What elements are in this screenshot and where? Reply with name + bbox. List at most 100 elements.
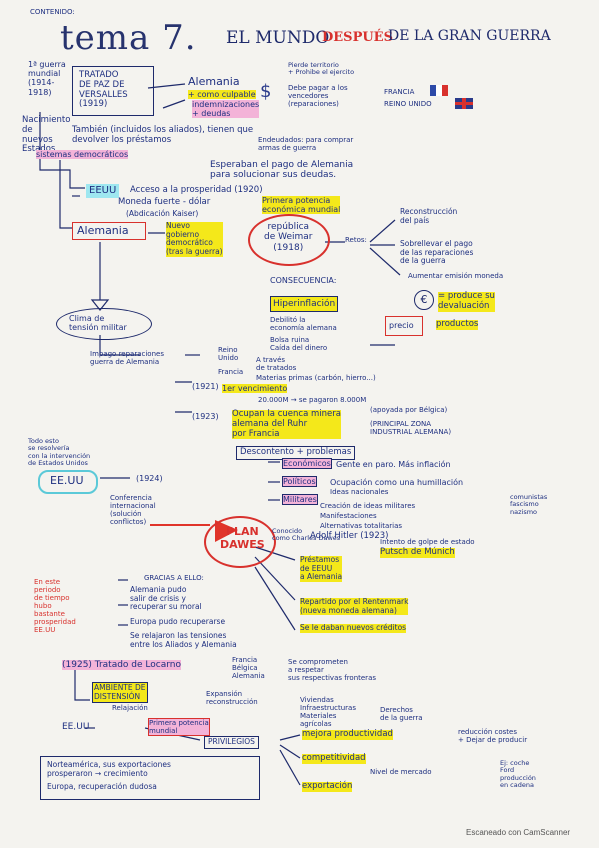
viviendas-text: Viviendas Infraestructuras Materiales ag… xyxy=(300,696,356,729)
reino-label: REINO UNIDO xyxy=(384,100,432,108)
weimar-text: república de Weimar (1918) xyxy=(264,222,313,253)
deber-text: Debe pagar a los vencedores (reparacione… xyxy=(288,84,348,109)
atraves-text: A través de tratados xyxy=(256,356,297,373)
alemania-box: Alemania xyxy=(72,222,146,240)
nivel-text: Nivel de mercado xyxy=(370,768,432,776)
dawes-2: Repartido por el Rentenmark (nueva moned… xyxy=(300,597,409,616)
title-part-c: DE LA GRAN GUERRA xyxy=(388,28,551,44)
gracias-1: Alemania pudo salir de crisis y recupera… xyxy=(130,585,202,612)
france-flag-icon xyxy=(430,85,448,96)
conclusion-2: Europa, recuperación dudosa xyxy=(47,782,157,791)
esperaban-text: Esperaban el pago de Alemania para soluc… xyxy=(210,160,354,181)
produce-text: = produce su devaluación xyxy=(438,291,495,312)
pago-text: 20.000M → se pagaron 8.000M xyxy=(258,396,367,404)
francia-label: FRANCIA xyxy=(384,88,415,96)
potencia-text: Primera potencia económica mundial xyxy=(262,196,341,215)
title-part-a: EL MUNDO xyxy=(226,28,330,48)
sistemas-text: sistemas democráticos xyxy=(36,150,129,160)
reduccion-text: reducción costes + Dejar de producir xyxy=(458,728,528,745)
precio-text: precio xyxy=(389,321,414,330)
year-1924: (1924) xyxy=(136,474,163,483)
derechos-text: Derechos de la guerra xyxy=(380,706,423,723)
politicos-text: Ocupación como una humillación xyxy=(330,478,464,487)
title-part-b: DESPUÉS xyxy=(322,30,393,45)
culpable-text: + como culpable xyxy=(188,90,256,100)
gracias-2: Europa pudo recuperarse xyxy=(130,617,226,626)
dollar-icon: $ xyxy=(260,81,272,102)
conclusion-1: Norteamérica, sus exportaciones prospera… xyxy=(47,760,171,778)
nacimiento-text: Nacimiento de nuevos Estados xyxy=(22,115,71,155)
locarno-text: (1925) Tratado de Locarno xyxy=(62,660,181,671)
gracias-3: Se relajaron las tensiones entre los Ali… xyxy=(130,631,237,649)
militares-label: Militares xyxy=(282,494,318,506)
eeuu-label-3: EE.UU xyxy=(62,722,90,732)
nacimiento-label: Nacimiento de nuevos Estados xyxy=(22,115,71,154)
eeuu-label-1: EEUU xyxy=(86,184,120,198)
locarno-text-2: Se comprometen a respetar sus respectiva… xyxy=(288,658,376,683)
clima-oval: Clima de tensión militar xyxy=(56,308,152,340)
endeudados-text: Endeudados: para comprar armas de guerra xyxy=(258,136,354,153)
eeuu-oval-2: EE.UU xyxy=(38,470,98,494)
weimar-cloud: república de Weimar (1918) xyxy=(248,214,330,266)
euro-icon: € xyxy=(414,290,434,310)
retos-label: Retos: xyxy=(345,236,367,244)
conferencia-text: Conferencia internacional (solución conf… xyxy=(110,494,156,527)
clima-text: Clima de tensión militar xyxy=(69,314,127,333)
ideas-text: Ideas nacionales xyxy=(330,488,389,496)
uk-flag-icon xyxy=(455,98,473,109)
expansion-text: Expansión reconstrucción xyxy=(206,690,258,707)
privilegio-2: competitividad xyxy=(302,753,366,764)
alemania-label-2: Alemania xyxy=(77,224,129,237)
indemnizaciones-text: indemnizaciones + deudas xyxy=(192,100,260,119)
hitler-text: Adolf Hitler (1923) xyxy=(310,531,389,541)
privilegio-3: exportación xyxy=(302,781,353,792)
putsch-text: Putsch de Múnich xyxy=(380,547,455,558)
militares-text-2: Manifestaciones xyxy=(320,512,377,520)
materias-text: Materias primas (carbón, hierro...) xyxy=(256,374,376,382)
hiperinflacion-text: Hiperinflación xyxy=(270,296,339,313)
nuevo-gobierno-text: Nuevo gobierno democrático (tras la guer… xyxy=(166,221,223,257)
dawes-1: Préstamos de EEUU a Alemania xyxy=(300,555,343,582)
acceso-text: Acceso a la prosperidad (1920) xyxy=(130,185,263,195)
impago-text: Impago reparaciones guerra de Alemania xyxy=(90,350,164,367)
economicos-label: Económicos xyxy=(282,458,332,470)
locarno-paises: Francia Bélgica Alemania xyxy=(232,656,265,681)
contenido-label: CONTENIDO: xyxy=(30,8,75,16)
gracias-label: GRACIAS A ELLO: xyxy=(144,574,204,582)
perdio-text: Pierde territorio + Prohibe el ejercito xyxy=(288,61,355,77)
abdicacion-text: (Abdicación Kaiser) xyxy=(126,209,199,218)
plan-dawes-cloud: PLAN DAWES xyxy=(204,516,276,568)
francia-text-2: Francia xyxy=(218,368,244,376)
principal-text: (PRINCIPAL ZONA INDUSTRIAL ALEMANA) xyxy=(370,420,452,437)
politicos-label: Políticos xyxy=(282,476,317,488)
ambiente-text: AMBIENTE DE DISTENSIÓN xyxy=(92,682,148,704)
militares-text-1: Creación de ideas militares xyxy=(320,502,416,510)
plan-dawes-text: PLAN DAWES xyxy=(220,525,265,551)
ocupan-text: Ocupan la cuenca minera alemana del Ruhr… xyxy=(232,409,341,440)
year-1923: (1923) xyxy=(192,412,219,421)
militares-text-3: Alternativas totalitarias xyxy=(320,522,403,530)
conclusion-box: Norteamérica, sus exportaciones prospera… xyxy=(40,756,260,800)
primera-potencia-text: Primera potencia mundial xyxy=(148,718,210,737)
privilegio-1: mejora productividad xyxy=(302,729,393,740)
eeuu-label-2: EE.UU xyxy=(50,474,84,487)
todo-esto-text: Todo esto se resolvería con la intervenc… xyxy=(28,437,91,468)
comunistas-text: comunistas fascismo nazismo xyxy=(510,493,548,516)
productos-text: productos xyxy=(436,319,479,330)
reto-1: Reconstrucción del país xyxy=(400,207,458,225)
tratado-text: TRATADO DE PAZ DE VERSALLES (1919) xyxy=(79,70,128,110)
debilito-text: Debilitó la economía alemana xyxy=(270,316,337,333)
alemania-label: Alemania xyxy=(188,75,240,88)
economicos-text: Gente en paro. Más inflación xyxy=(336,460,451,469)
vencimiento-text: 1er vencimiento xyxy=(222,384,288,394)
apoyada-text: (apoyada por Bélgica) xyxy=(370,406,448,414)
footer-text: Escaneado con CamScanner xyxy=(466,828,571,837)
tambien-text: También (incluidos los aliados), tienen … xyxy=(72,125,254,145)
en-este-text: En este periodo de tiempo hubo bastante … xyxy=(34,578,76,635)
precio-box: precio xyxy=(385,316,423,336)
consecuencia-label: CONSECUENCIA: xyxy=(270,276,337,285)
moneda-text: Moneda fuerte - dólar xyxy=(118,197,211,207)
reto-3: Aumentar emisión moneda xyxy=(408,272,504,280)
intento-text: Intento de golpe de estado xyxy=(380,538,475,546)
reto-2: Sobrellevar el pago de las reparaciones … xyxy=(400,239,474,266)
